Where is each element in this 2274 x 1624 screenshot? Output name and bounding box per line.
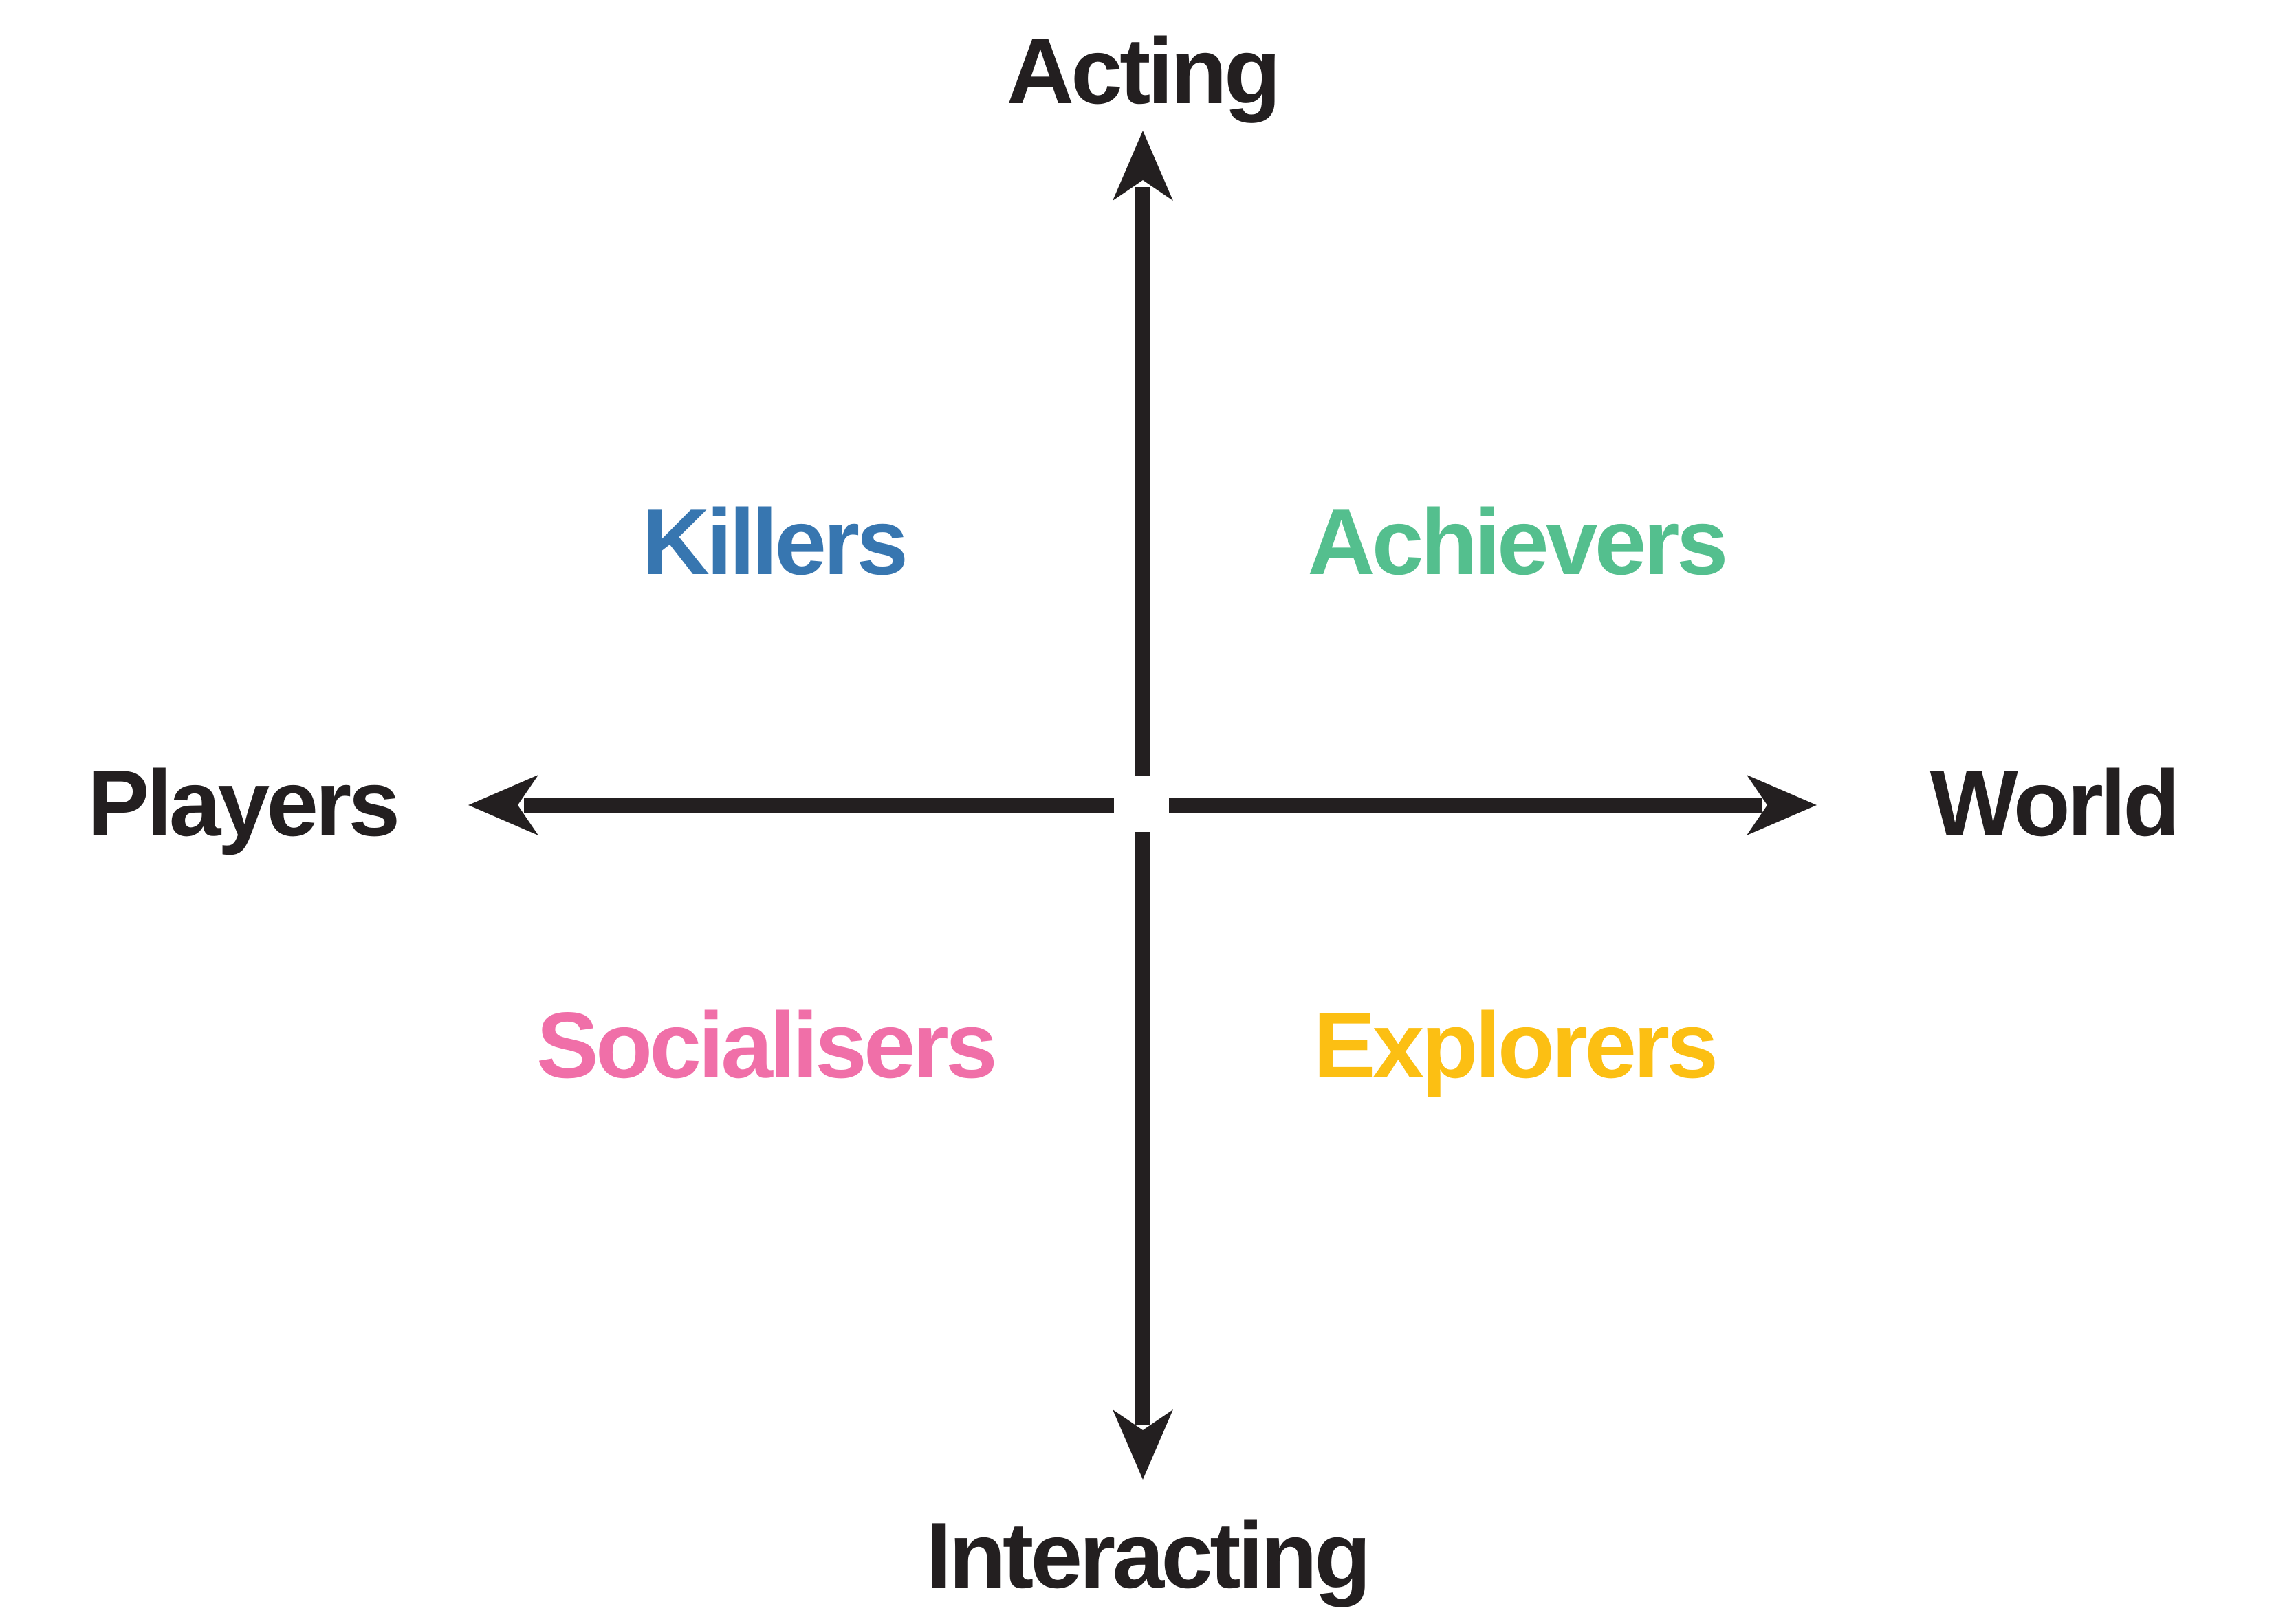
down-arrowhead-icon (1113, 1409, 1173, 1480)
quadrant-label-killers: Killers (642, 490, 908, 594)
up-arrowhead-icon (1113, 131, 1173, 201)
axis-label-acting: Acting (1006, 19, 1281, 123)
left-arrowhead-icon (468, 775, 538, 835)
quadrant-label-socialisers: Socialisers (536, 993, 998, 1097)
axis-label-world: World (1929, 751, 2180, 855)
quadrant-label-explorers: Explorers (1313, 993, 1718, 1097)
axis-label-interacting: Interacting (926, 1503, 1372, 1607)
axis-label-players: Players (87, 751, 400, 855)
quadrant-label-achievers: Achievers (1307, 490, 1728, 594)
right-arrowhead-icon (1747, 775, 1817, 835)
